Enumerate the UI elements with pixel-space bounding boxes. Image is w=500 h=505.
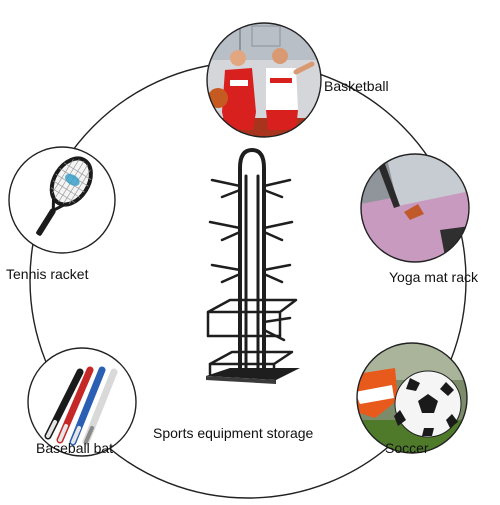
tennis-racket-icon xyxy=(8,146,116,254)
label-soccer: Soccer xyxy=(385,440,429,456)
label-basketball: Basketball xyxy=(324,78,389,94)
baseball-bats-icon xyxy=(27,347,137,457)
yoga-mat-photo xyxy=(360,153,470,263)
label-tennis-racket: Tennis racket xyxy=(6,266,89,282)
ball-rack-icon xyxy=(206,148,298,376)
label-sports-equipment-storage: Sports equipment storage xyxy=(153,425,314,441)
rack-base-edge xyxy=(206,376,276,384)
label-yoga-mat-rack: Yoga mat rack xyxy=(389,269,478,285)
soccer-ball-photo xyxy=(356,342,468,454)
rack-base-plate xyxy=(206,368,300,380)
label-baseball-bat: Baseball bat xyxy=(36,440,114,456)
basketball-players-photo xyxy=(206,22,322,138)
